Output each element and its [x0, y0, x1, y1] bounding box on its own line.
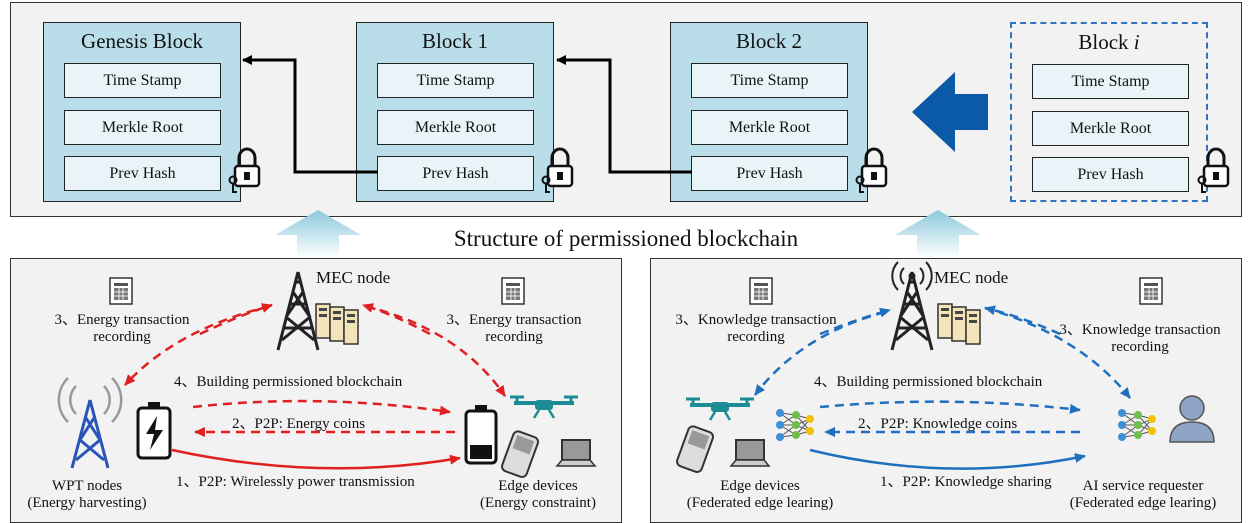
- merkle-root-field: Merkle Root: [64, 110, 221, 145]
- edge-devices-label: Edge devices(Energy constraint): [480, 478, 596, 511]
- energy-coins-label: 2、P2P: Energy coins: [232, 416, 366, 432]
- genesis-block: Genesis Block Time Stamp Merkle Root Pre…: [43, 22, 241, 202]
- merkle-root-field: Merkle Root: [691, 110, 848, 145]
- mec-node-label: MEC node: [934, 268, 1009, 287]
- build-blockchain-label: 4、Building permissioned blockchain: [814, 374, 1043, 390]
- prev-hash-field: Prev Hash: [691, 156, 848, 191]
- mec-node-label: MEC node: [316, 268, 391, 287]
- time-stamp-field: Time Stamp: [1032, 64, 1189, 99]
- prev-hash-field: Prev Hash: [377, 156, 534, 191]
- block-title: Block 1: [422, 29, 488, 53]
- merkle-root-field: Merkle Root: [377, 110, 534, 145]
- knowledge-coins-label: 2、P2P: Knowledge coins: [858, 416, 1018, 432]
- block-2: Block 2 Time Stamp Merkle Root Prev Hash: [670, 22, 868, 202]
- prev-hash-field: Prev Hash: [1032, 157, 1189, 192]
- merkle-root-field: Merkle Root: [1032, 111, 1189, 146]
- ai-requester-label: AI service requester(Federated edge lear…: [1069, 478, 1217, 511]
- prev-hash-field: Prev Hash: [64, 156, 221, 191]
- block-i: Block i Time Stamp Merkle Root Prev Hash: [1010, 22, 1208, 202]
- block-1: Block 1 Time Stamp Merkle Root Prev Hash: [356, 22, 554, 202]
- block-title: Block 2: [736, 29, 802, 53]
- knowledge-sharing-label: 1、P2P: Knowledge sharing: [880, 474, 1052, 490]
- block-title: Block i: [1078, 30, 1140, 54]
- time-stamp-field: Time Stamp: [691, 63, 848, 98]
- diagram-caption: Structure of permissioned blockchain: [453, 226, 799, 251]
- block-title: Genesis Block: [81, 29, 203, 53]
- time-stamp-field: Time Stamp: [377, 63, 534, 98]
- time-stamp-field: Time Stamp: [64, 63, 221, 98]
- power-transmission-label: 1、P2P: Wirelessly power transmission: [176, 474, 415, 490]
- build-blockchain-label: 4、Building permissioned blockchain: [174, 374, 403, 390]
- wpt-nodes-label: WPT nodes(Energy harvesting): [27, 478, 147, 511]
- edge-devices-label: Edge devices(Federated edge learing): [686, 478, 834, 511]
